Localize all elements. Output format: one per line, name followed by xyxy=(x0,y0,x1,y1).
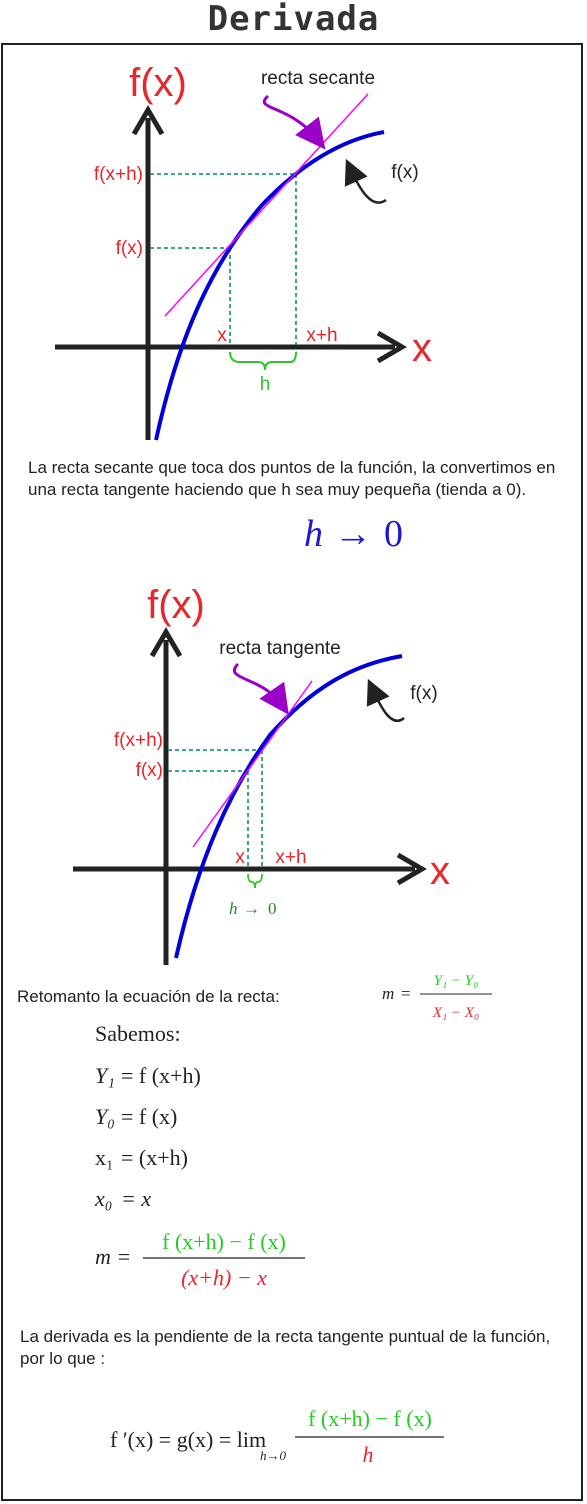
curve-label: f(x) xyxy=(391,162,418,183)
slope-m: m xyxy=(382,984,394,1003)
x-tick-x: x xyxy=(217,325,227,346)
known-rhs-2: = f (x) xyxy=(121,1104,177,1129)
tangent-annotation: recta tangente xyxy=(219,638,340,659)
tangent-pointer-arrow xyxy=(233,662,289,715)
explanation-paragraph: La recta secante que toca dos puntos de … xyxy=(28,458,556,499)
secant-graph: f(x) x recta secante f(x) f(x+h) f(x) x … xyxy=(55,61,432,441)
brace-label-target: 0 xyxy=(268,899,277,918)
x-axis-label: x xyxy=(412,326,432,370)
known-lhs-1: Y₁ xyxy=(95,1063,115,1088)
derivative-lhs: f ′(x) = g(x) = lim xyxy=(110,1427,266,1452)
slope-eq: = xyxy=(401,984,411,1003)
m-denominator: (x+h) − x xyxy=(181,1265,267,1290)
secant-line xyxy=(164,93,369,317)
known-lhs-4: x₀ xyxy=(94,1186,112,1211)
y-tick-fx: f(x) xyxy=(116,238,143,259)
content-frame xyxy=(1,43,583,1501)
slope-intro: Retomanto la ecuación de la recta: xyxy=(17,987,280,1006)
derivative-numerator: f (x+h) − f (x) xyxy=(308,1406,432,1431)
x-tick-x-2: x xyxy=(235,847,245,868)
brace-label-var: h xyxy=(229,899,238,918)
secant-pointer-arrow xyxy=(262,94,326,150)
secant-annotation: recta secante xyxy=(261,68,375,89)
y-axis-label-2: f(x) xyxy=(147,583,205,627)
y-tick-fxh-2: f(x+h) xyxy=(114,730,163,751)
tangent-line xyxy=(192,680,313,848)
y-tick-fxh: f(x+h) xyxy=(94,164,143,185)
y-axis-label: f(x) xyxy=(129,61,187,105)
m-lhs: m = xyxy=(95,1244,131,1269)
y-axis-arrowhead-2 xyxy=(149,627,183,658)
x-tick-xh: x+h xyxy=(306,325,337,346)
slope-denominator: X₁ − X₀ xyxy=(432,1005,479,1021)
known-rhs-1: = f (x+h) xyxy=(121,1063,201,1088)
derivative-paragraph: La derivada es la pendiente de la recta … xyxy=(20,1327,551,1368)
function-curve-2 xyxy=(174,654,403,959)
x-axis-label-2: x xyxy=(430,849,450,893)
y-tick-fx-2: f(x) xyxy=(136,760,163,781)
derivative-denominator: h xyxy=(363,1442,374,1467)
slope-numerator: Y₁ − Y₀ xyxy=(434,973,479,989)
h-brace-2 xyxy=(247,873,263,889)
known-lhs-3: x₁ xyxy=(95,1145,114,1170)
curve-pointer-arrow-2 xyxy=(366,678,405,722)
known-heading: Sabemos: xyxy=(95,1021,181,1046)
known-rhs-4: = x xyxy=(121,1186,151,1211)
limit-target: 0 xyxy=(384,513,403,555)
known-rhs-3: = (x+h) xyxy=(121,1145,188,1170)
slope-formula: m = Y₁ − Y₀ X₁ − X₀ xyxy=(382,973,492,1021)
limit-var: h xyxy=(304,513,323,555)
limit-arrow: → xyxy=(334,513,372,555)
curve-label-2: f(x) xyxy=(410,683,437,704)
function-curve xyxy=(154,130,385,441)
brace-label-arrow: → xyxy=(243,899,260,918)
m-numerator: f (x+h) − f (x) xyxy=(162,1229,286,1254)
brace-label-h: h xyxy=(260,374,271,395)
x-axis-arrowhead xyxy=(376,330,407,364)
derivative-formula: f ′(x) = g(x) = lim h→0 f (x+h) − f (x) … xyxy=(110,1406,444,1467)
known-lhs-2: Y₀ xyxy=(95,1104,115,1129)
y-axis-arrowhead xyxy=(131,105,165,136)
curve-pointer-arrow xyxy=(344,158,387,204)
x-tick-xh-2: x+h xyxy=(275,847,306,868)
limit-expression: h → 0 xyxy=(304,513,403,555)
h-brace xyxy=(229,351,297,371)
tangent-graph: f(x) x recta tangente f(x) f(x+h) f(x) x… xyxy=(73,583,450,965)
known-values: Sabemos: Y₁ = f (x+h) Y₀ = f (x) x₁ = (x… xyxy=(94,1021,305,1290)
page-title: Derivada xyxy=(207,0,380,39)
derivative-lim-sub: h→0 xyxy=(260,1448,287,1463)
x-axis-arrowhead-2 xyxy=(396,852,427,886)
